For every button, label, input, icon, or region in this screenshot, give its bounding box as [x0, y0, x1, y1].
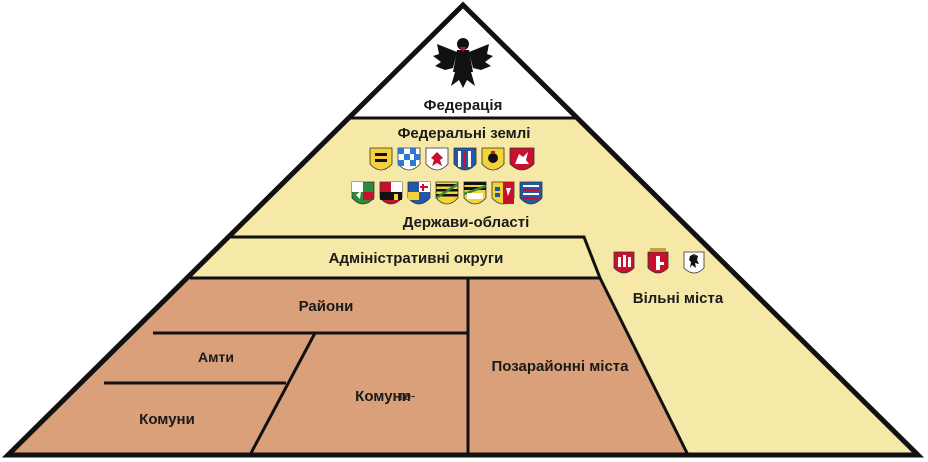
free-cities-label: Вільні міста — [633, 290, 724, 307]
districts-label: Райони — [299, 298, 354, 315]
thuringia-icon — [519, 181, 543, 205]
free-cities-region — [584, 237, 918, 455]
federation-label: Федерація — [424, 97, 503, 114]
federal-states-label: Федеральні землі — [398, 125, 531, 142]
saxony-anhalt-icon — [463, 181, 487, 205]
bavaria-icon — [397, 147, 421, 171]
communes-left-label: Комуни — [139, 411, 195, 428]
district-free-cities-label: Позарайонні міста — [492, 358, 630, 375]
north-rhine-westphalia-icon — [351, 181, 375, 205]
rhineland-palatinate-icon — [379, 181, 403, 205]
communes-mid-label: Комуни — [355, 388, 411, 405]
mecklenburg-icon — [481, 147, 505, 171]
saarland-icon — [407, 181, 431, 205]
divider-lines — [104, 116, 690, 456]
free-cities-arms — [613, 248, 705, 274]
states-arms-row-1 — [369, 147, 535, 171]
berlin-icon — [683, 251, 705, 274]
federal-states-region — [231, 118, 696, 237]
stray-text-fragment: то- — [398, 388, 416, 403]
admin-districts-label: Адміністративні округи — [329, 250, 504, 267]
amty-label: Амти — [198, 349, 234, 365]
brandenburg-icon — [425, 147, 449, 171]
bremen-icon — [647, 248, 669, 274]
admin-districts-region — [190, 237, 600, 278]
federal-eagle-icon — [433, 38, 493, 88]
hamburg-icon — [613, 251, 635, 274]
lower-administration-region — [8, 278, 688, 455]
hesse-icon — [453, 147, 477, 171]
states-regions-label: Держави-області — [403, 214, 530, 231]
saxony-icon — [435, 181, 459, 205]
states-arms-row-2 — [351, 181, 543, 205]
baden-wuerttemberg-icon — [369, 147, 393, 171]
schleswig-holstein-icon — [491, 181, 515, 205]
lower-saxony-icon — [509, 147, 535, 171]
